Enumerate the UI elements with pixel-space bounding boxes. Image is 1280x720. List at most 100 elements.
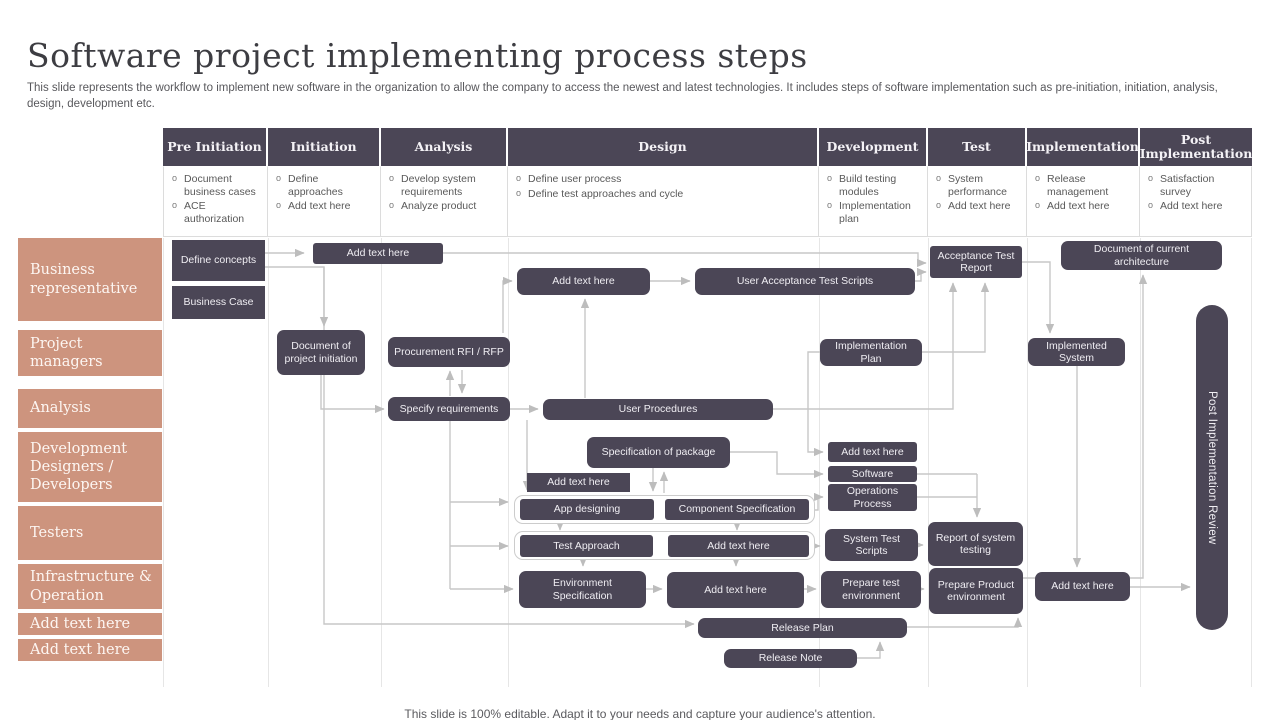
bullet-icon: o xyxy=(1035,173,1041,183)
bullet-icon: o xyxy=(276,173,282,183)
flow-box-prepare-product-environment[interactable]: Prepare Product environment xyxy=(929,568,1023,614)
phase-header[interactable]: Pre Initiation xyxy=(163,128,268,166)
flow-box-document-of-project-initiation[interactable]: Document of project initiation xyxy=(277,330,365,375)
phase-header[interactable]: Post Implementation xyxy=(1140,128,1252,166)
post-implementation-review-pill[interactable]: Post Implementation Review xyxy=(1196,305,1228,630)
flow-box-user-procedures[interactable]: User Procedures xyxy=(543,399,773,420)
lane-add-text-1[interactable]: Add text here xyxy=(18,613,162,635)
flow-box-software[interactable]: Software xyxy=(828,466,917,482)
flow-box-app-designing[interactable]: App designing xyxy=(520,499,654,520)
bullet-icon: o xyxy=(516,187,522,198)
phase-header[interactable]: Development xyxy=(819,128,928,166)
flow-box-add-text-implementation[interactable]: Add text here xyxy=(1035,572,1130,601)
flow-box-add-text-mid[interactable]: Add text here xyxy=(527,473,630,492)
flow-box-system-test-scripts[interactable]: System Test Scripts xyxy=(825,529,918,561)
flow-box-business-case[interactable]: Business Case xyxy=(172,286,265,319)
bullet-icon: o xyxy=(389,200,395,211)
flow-box-implemented-system[interactable]: Implemented System xyxy=(1028,338,1125,366)
phase-header[interactable]: Test xyxy=(928,128,1027,166)
flow-box-prepare-test-environment[interactable]: Prepare test environment xyxy=(821,571,921,608)
subtitle-text: This slide represents the workflow to im… xyxy=(27,81,1218,111)
flow-box-report-of-system-testing[interactable]: Report of system testing xyxy=(928,522,1023,566)
flow-box-user-acceptance-test-scripts[interactable]: User Acceptance Test Scripts xyxy=(695,268,915,295)
flow-box-environment-specification[interactable]: Environment Specification xyxy=(519,571,646,608)
flow-box-implementation-plan[interactable]: Implementation Plan xyxy=(820,339,922,366)
flow-box-add-text-environment[interactable]: Add text here xyxy=(667,572,804,608)
bullet-icon: o xyxy=(1035,200,1041,211)
flow-box-component-specification[interactable]: Component Specification xyxy=(665,499,809,520)
flow-box-specify-requirements[interactable]: Specify requirements xyxy=(388,397,510,421)
flow-box-add-text-initiation[interactable]: Add text here xyxy=(313,243,443,264)
lane-project-managers[interactable]: Project managers xyxy=(18,330,162,376)
flow-box-specification-of-package[interactable]: Specification of package xyxy=(587,437,730,468)
lane-analysis[interactable]: Analysis xyxy=(18,389,162,428)
lane-business-representative[interactable]: Business representative xyxy=(18,238,162,321)
page-title: Software project implementing process st… xyxy=(27,36,808,76)
lane-testers[interactable]: Testers xyxy=(18,506,162,560)
flow-box-test-approach[interactable]: Test Approach xyxy=(520,535,653,557)
lane-add-text-2[interactable]: Add text here xyxy=(18,639,162,661)
bullet-icon: o xyxy=(172,200,178,211)
flow-box-acceptance-test-report[interactable]: Acceptance Test Report xyxy=(930,246,1022,278)
bullet-icon: o xyxy=(1148,173,1154,183)
bullet-icon: o xyxy=(389,173,395,183)
bullet-icon: o xyxy=(172,173,178,183)
lane-development-designers[interactable]: Development Designers / Developers xyxy=(18,432,162,502)
flow-box-add-text-test[interactable]: Add text here xyxy=(668,535,809,557)
footer-note: This slide is 100% editable. Adapt it to… xyxy=(404,707,876,720)
bullet-icon: o xyxy=(936,173,942,183)
phase-header[interactable]: Design xyxy=(508,128,819,166)
flow-box-document-of-current-architecture[interactable]: Document of current architecture xyxy=(1061,241,1222,270)
bullet-icon: o xyxy=(1148,200,1154,211)
bullet-icon: o xyxy=(276,200,282,211)
phase-header[interactable]: Analysis xyxy=(381,128,508,166)
phase-header[interactable]: Initiation xyxy=(268,128,381,166)
flow-box-define-concepts[interactable]: Define concepts xyxy=(172,240,265,281)
lane-infrastructure-operation[interactable]: Infrastructure & Operation xyxy=(18,564,162,609)
flow-box-procurement-rfi-rfp[interactable]: Procurement RFI / RFP xyxy=(388,337,510,367)
flow-box-release-note[interactable]: Release Note xyxy=(724,649,857,668)
bullet-icon: o xyxy=(516,173,522,183)
phase-header[interactable]: Implementation xyxy=(1026,128,1140,166)
bullet-icon: o xyxy=(936,200,942,211)
flow-box-operations-process[interactable]: Operations Process xyxy=(828,484,917,511)
bullet-icon: o xyxy=(827,173,833,183)
flow-box-add-text-development[interactable]: Add text here xyxy=(828,442,917,462)
bullet-icon: o xyxy=(827,200,833,211)
flow-box-release-plan[interactable]: Release Plan xyxy=(698,618,907,638)
flow-box-add-text-design[interactable]: Add text here xyxy=(517,268,650,295)
